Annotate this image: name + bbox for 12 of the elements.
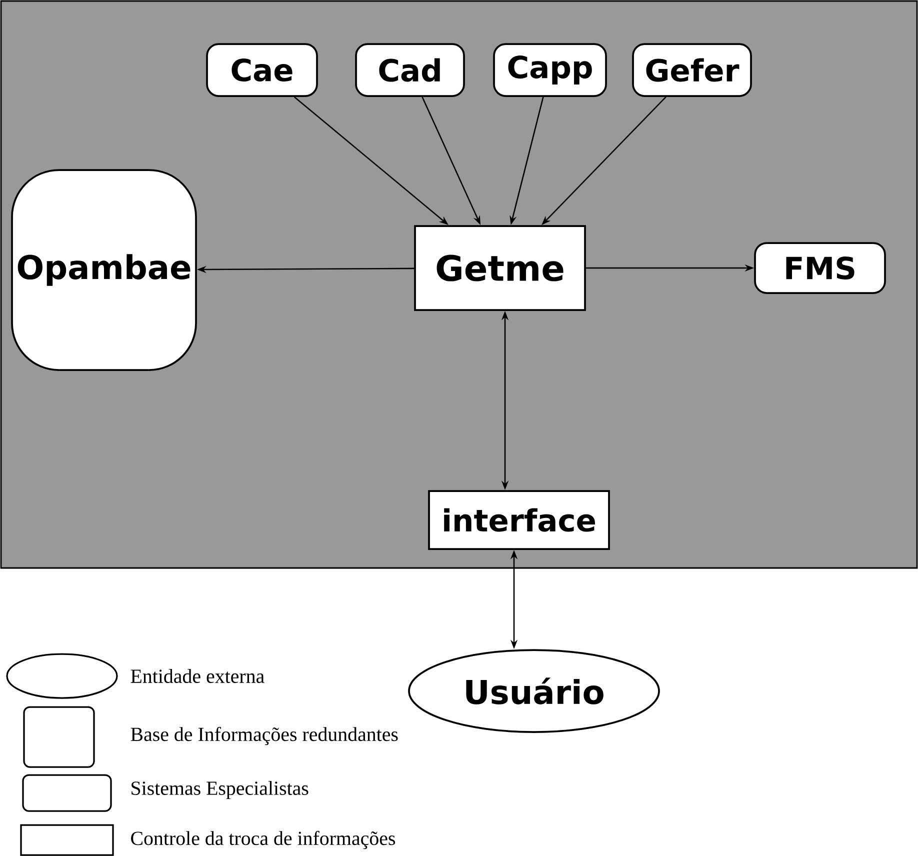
system-box: FMS bbox=[754, 242, 886, 294]
system-box: Gefer bbox=[632, 43, 752, 97]
legend-item: Base de Informações redundantes bbox=[23, 706, 398, 768]
control-box: interface bbox=[428, 490, 610, 550]
legend-item: Entidade externa bbox=[6, 653, 264, 699]
legend-item: Sistemas Especialistas bbox=[22, 774, 308, 812]
system-box: Capp bbox=[493, 43, 607, 97]
system-box: Cad bbox=[355, 43, 465, 97]
legend-item: Controle da troca de informações bbox=[20, 824, 395, 856]
database-box: Opambae bbox=[11, 169, 197, 371]
system-box: Cae bbox=[206, 43, 318, 97]
control-box: Getme bbox=[414, 225, 586, 311]
